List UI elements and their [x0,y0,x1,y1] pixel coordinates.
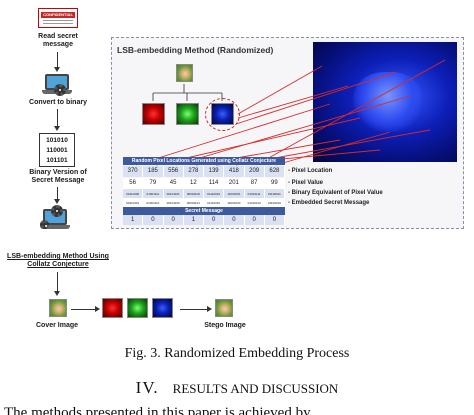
flow-connector [71,309,96,310]
cover-image-label: Cover Image [35,322,79,329]
table-row-pixel-location: 370 185 556 278 139 418 209 628 [123,166,285,177]
flow-connector [57,109,58,127]
flow-arrow-down-icon [54,291,60,296]
table-cell: 87 [245,178,265,189]
row-label-value: - Pixel Value [288,180,324,186]
table-cell: 01010110 [245,198,265,209]
panel-title: LSB-embedding Method (Randomized) [117,45,274,55]
table-cell: 45 [164,178,184,189]
table-cell: 01001110 [143,198,164,209]
table-cell: 556 [164,166,184,177]
panel-cover-thumbnail [176,64,193,82]
document-lines [43,20,73,21]
flow-connector [57,52,58,68]
stamp-label: CONFIDENTIAL [41,12,75,18]
binary-box: 101010 110001 101101 [39,133,75,167]
step-binary-label: Binary Version of Secret Message [29,169,87,184]
blue-channel-enlarged [313,42,457,162]
table-cell: 114 [204,178,225,189]
stego-image-label: Stego Image [204,322,246,329]
table-cell: 01110010 [204,198,225,209]
step-convert-label: Convert to binary [29,99,87,106]
table-cell: 01100011 [265,189,285,200]
confidential-document-icon: CONFIDENTIAL [38,8,78,28]
table-header: Random Pixel Locations Generated using C… [123,157,285,165]
table-cell: 11001001 [224,189,245,200]
secret-message-header: Secret Message [123,207,285,215]
table-cell: 0 [245,215,265,225]
flow-arrow-down-icon [54,199,60,204]
gear-icon [40,220,49,229]
flow-arrow-down-icon [54,67,60,72]
table-cell: 1 [184,215,204,225]
table-cell: 418 [224,166,245,177]
gear-icon [51,205,63,217]
table-cell: 0 [265,215,285,225]
table-cell: 99 [265,178,285,189]
table-cell: 01001111 [143,189,164,200]
step-lsb-label: LSB-embedding Method Using Collatz Conje… [7,253,109,268]
table-cell: 00101100 [164,198,184,209]
binary-row: 101010 [46,137,68,144]
binary-row: 101101 [46,157,68,164]
row-label-binary: - Binary Equivalent of Pixel Value [288,190,383,196]
section-number: IV. [135,378,159,397]
table-cell: 628 [265,166,285,177]
table-cell: 185 [143,166,164,177]
table-cell: 12 [184,178,204,189]
flow-arrow-right-icon [95,306,100,312]
table-cell: 201 [224,178,245,189]
highlight-circle [205,98,240,131]
stego-image-thumbnail [215,299,233,317]
table-cell: 0 [224,215,245,225]
blue-channel-thumbnail [152,298,173,318]
table-cell: 56 [123,178,144,189]
section-heading: IV. RESULTS AND DISCUSSION [0,378,474,398]
body-paragraph: The methods presented in this paper is a… [4,405,311,415]
flow-connector [57,187,58,201]
table-cell: 370 [123,166,144,177]
gear-icon [54,84,66,96]
table-cell: 01100010 [265,198,285,209]
table-cell: 11001000 [224,198,245,209]
step-read-label: Read secret message [38,33,78,48]
table-cell: 00101101 [164,189,184,200]
flow-arrow-down-icon [54,126,60,131]
table-cell: 01010111 [245,189,265,200]
table-cell: 00111001 [123,198,144,209]
figure-caption: Fig. 3. Randomized Embedding Process [124,346,350,361]
table-cell: 0 [164,215,184,225]
table-cell: 1 [123,215,144,225]
table-cell: 00111000 [123,189,144,200]
panel-red-channel [142,103,165,125]
table-cell: 0 [204,215,225,225]
panel-green-channel [176,103,199,125]
table-row-embedded: 00111001 01001110 00101100 00001101 0111… [123,198,285,209]
cover-image-thumbnail [49,299,67,317]
table-cell: 0 [143,215,164,225]
table-cell: 278 [184,166,204,177]
binary-row: 110001 [46,147,68,154]
table-cell: 00001100 [184,189,204,200]
table-cell: 209 [245,166,265,177]
table-cell: 139 [204,166,225,177]
row-label-location: - Pixel Location [288,168,333,174]
green-channel-thumbnail [127,298,148,318]
table-cell: 01110010 [204,189,225,200]
red-channel-thumbnail [102,298,123,318]
section-title: RESULTS AND DISCUSSION [172,381,339,396]
flow-connector [57,272,58,294]
table-cell: 79 [143,178,164,189]
flow-connector [180,309,208,310]
table-row-pixel-value: 56 79 45 12 114 201 87 99 [123,178,285,189]
flow-arrow-right-icon [207,306,212,312]
table-cell: 00001101 [184,198,204,209]
row-label-embedded: - Embedded Secret Message [288,200,370,206]
table-row-binary: 00111000 01001111 00101101 00001100 0111… [123,189,285,200]
table-row-secret-bits: 1 0 0 1 0 0 0 0 [123,215,285,225]
